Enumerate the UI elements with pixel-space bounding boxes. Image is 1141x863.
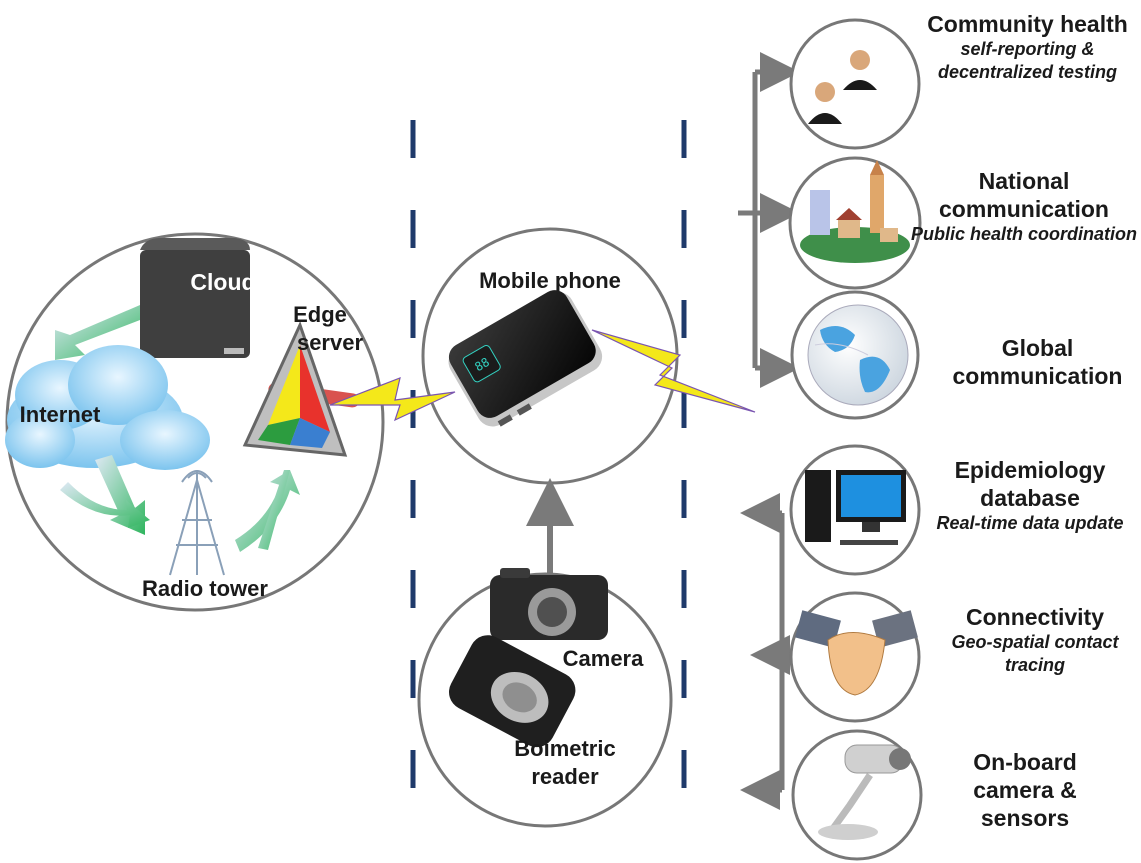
cloud-label: Cloud [190, 269, 255, 295]
people-icon [808, 50, 877, 124]
epidemiology-database-subtitle: Real-time data update [936, 513, 1124, 533]
national-communication-label: National communication Public health coo… [910, 167, 1138, 246]
community-health-title: Community health [927, 11, 1128, 37]
handshake-icon [795, 610, 918, 696]
computer-icon [805, 470, 906, 545]
power-bank-phone-icon: 88 [448, 290, 603, 427]
globe-icon [807, 304, 909, 406]
radio-tower-icon [169, 470, 225, 576]
internet-label: Internet [20, 402, 101, 427]
lightning-right [591, 329, 756, 413]
camera-label: Camera [563, 646, 644, 671]
biometric-reader-label-line2: reader [531, 764, 599, 789]
epidemiology-database-label: Epidemiology database Real-time data upd… [925, 456, 1135, 535]
camera-icon [490, 568, 608, 640]
outgoing-connector [738, 52, 800, 388]
edge-server-label-line1: Edge [293, 302, 347, 327]
incoming-connector [740, 493, 790, 810]
mobile-phone-label: Mobile phone [479, 268, 621, 293]
epidemiology-database-title: Epidemiology database [954, 457, 1106, 511]
radio-tower-label: Radio tower [142, 576, 268, 601]
onboard-camera-title: On-board camera & sensors [973, 749, 1077, 831]
connectivity-title: Connectivity [965, 604, 1105, 630]
community-health-label: Community health self-reporting & decent… [920, 10, 1135, 84]
connectivity-subtitle: Geo-spatial contact tracing [951, 632, 1119, 675]
edge-server-icon [242, 320, 360, 457]
lightning-left [329, 377, 456, 422]
national-communication-title: National communication [939, 168, 1109, 222]
webcam-icon [818, 744, 911, 840]
internet-cloud-icon [5, 345, 210, 470]
svg-text:88: 88 [472, 355, 492, 374]
biometric-reader-label-line1: Boimetric [514, 736, 615, 761]
community-health-subtitle: self-reporting & decentralized testing [937, 39, 1118, 82]
global-communication-label: Global communication [935, 334, 1140, 390]
city-icon [800, 160, 910, 263]
national-communication-subtitle: Public health coordination [910, 224, 1137, 244]
global-communication-title: Global communication [952, 335, 1123, 389]
cloud-server-icon [140, 238, 250, 358]
edge-server-label-line2: server [297, 330, 364, 355]
biometric-reader-icon [449, 635, 576, 748]
flow-arrows-left [55, 305, 300, 552]
onboard-camera-label: On-board camera & sensors [935, 748, 1115, 832]
connectivity-label: Connectivity Geo-spatial contact tracing [935, 603, 1135, 677]
